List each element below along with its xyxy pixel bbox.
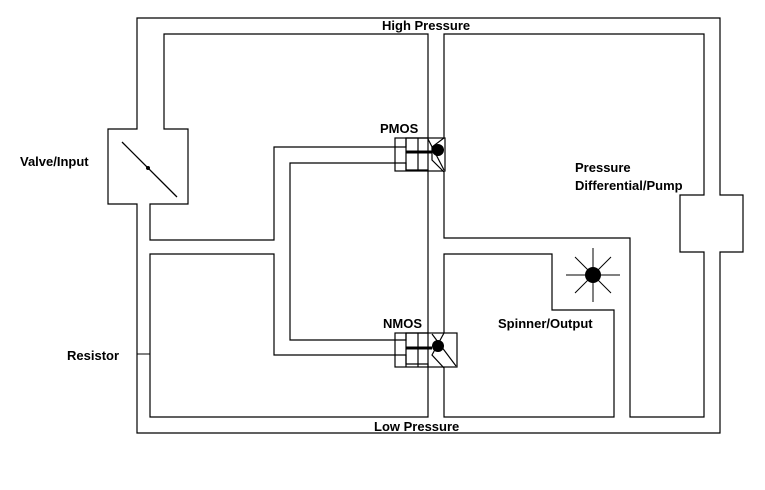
valve-input-label: Valve/Input <box>20 154 89 169</box>
high-pressure-label: High Pressure <box>382 18 471 33</box>
pump-label-line1: Pressure <box>575 160 631 175</box>
spinner <box>566 248 620 302</box>
upper-right-wall <box>431 33 705 418</box>
pmos-label: PMOS <box>380 121 419 136</box>
pump-label-line2: Differential/Pump <box>575 178 683 193</box>
low-pressure-label: Low Pressure <box>374 419 460 434</box>
nmos-label: NMOS <box>383 316 422 331</box>
spinner-output-label: Spinner/Output <box>498 316 593 331</box>
pmos-switch <box>394 137 446 172</box>
nmos-switch <box>394 332 458 368</box>
control-block-wall <box>289 162 429 341</box>
valve-pivot <box>146 166 150 170</box>
valve-needle <box>121 141 178 198</box>
lower-left-wall <box>149 253 429 418</box>
resistor-label: Resistor <box>67 348 120 363</box>
outer-channel-wall <box>107 17 744 434</box>
upper-left-wall <box>149 33 429 241</box>
